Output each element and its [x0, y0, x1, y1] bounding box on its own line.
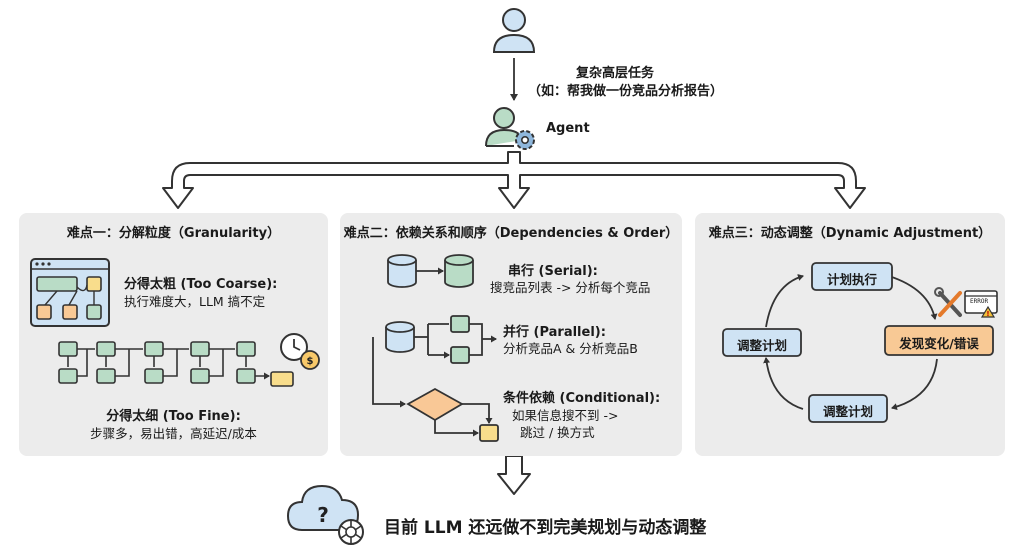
task-title: 复杂高层任务	[576, 66, 655, 81]
panel-dynamic-adjustment: 难点三：动态调整（Dynamic Adjustment） ! 计划执行 发现变化…	[695, 213, 1005, 456]
svg-text:!: !	[986, 310, 989, 318]
task-example: （如：帮我做一份竞品分析报告）	[528, 84, 724, 99]
granularity-graphics: $	[30, 258, 320, 387]
conditional-desc-1: 如果信息搜不到 ->	[512, 408, 619, 423]
agent-label: Agent	[546, 121, 590, 136]
browser-window-icon	[30, 258, 110, 327]
serial-desc: 搜竞品列表 -> 分析每个竞品	[490, 280, 651, 295]
node-adjust-left-label: 调整计划	[736, 338, 787, 353]
conditional-flow	[372, 337, 499, 442]
serial-title: 串行 (Serial):	[508, 264, 598, 279]
panel-title: 难点三：动态调整（Dynamic Adjustment）	[708, 226, 992, 241]
gear-icon	[515, 130, 535, 150]
agent-icon	[485, 107, 523, 147]
split-arrow	[162, 151, 866, 209]
tools-icon	[934, 287, 962, 317]
conclusion-text: 目前 LLM 还远做不到完美规划与动态调整	[384, 518, 707, 538]
node-adjust-left	[722, 328, 802, 357]
node-adjust-bottom-label: 调整计划	[822, 404, 873, 419]
dependencies-graphics	[372, 254, 499, 442]
clock-cost-icon: $	[280, 333, 320, 370]
coarse-title: 分得太粗 (Too Coarse):	[124, 277, 278, 292]
panel-title: 难点一：分解粒度（Granularity）	[66, 226, 281, 241]
serial-database-icons	[387, 254, 474, 288]
parallel-desc: 分析竞品A & 分析竞品B	[503, 341, 638, 356]
fine-desc: 步骤多，易出错，高延迟/成本	[90, 426, 257, 441]
svg-text:?: ?	[317, 503, 329, 527]
openai-logo-icon	[338, 519, 364, 545]
user-icon	[492, 8, 536, 53]
panel-granularity: 难点一：分解粒度（Granularity）	[19, 213, 328, 456]
parallel-flow	[385, 315, 497, 364]
coarse-desc: 执行难度大，LLM 搞不定	[124, 294, 266, 309]
error-badge: ERROR	[970, 298, 989, 305]
conditional-desc-2: 跳过 / 换方式	[520, 425, 595, 440]
fine-title: 分得太细 (Too Fine):	[106, 409, 241, 424]
node-execute-label: 计划执行	[826, 272, 877, 287]
svg-text:$: $	[307, 356, 314, 367]
cycle-graphics: !	[722, 262, 998, 423]
fine-step-chain	[58, 341, 294, 387]
error-window-icon: !	[964, 290, 998, 318]
node-execute	[811, 262, 893, 291]
panel-title: 难点二：依赖关系和顺序（Dependencies & Order）	[343, 226, 679, 241]
parallel-title: 并行 (Parallel):	[503, 325, 606, 340]
conclusion-arrow	[497, 455, 531, 495]
node-detect-label: 发现变化/错误	[899, 336, 979, 351]
cloud-question-icon: ?	[286, 484, 360, 531]
node-detect	[884, 325, 994, 356]
node-adjust-bottom	[808, 394, 888, 423]
conditional-title: 条件依赖 (Conditional):	[503, 391, 661, 406]
panel-dependencies: 难点二：依赖关系和顺序（Dependencies & Order）	[340, 213, 682, 456]
